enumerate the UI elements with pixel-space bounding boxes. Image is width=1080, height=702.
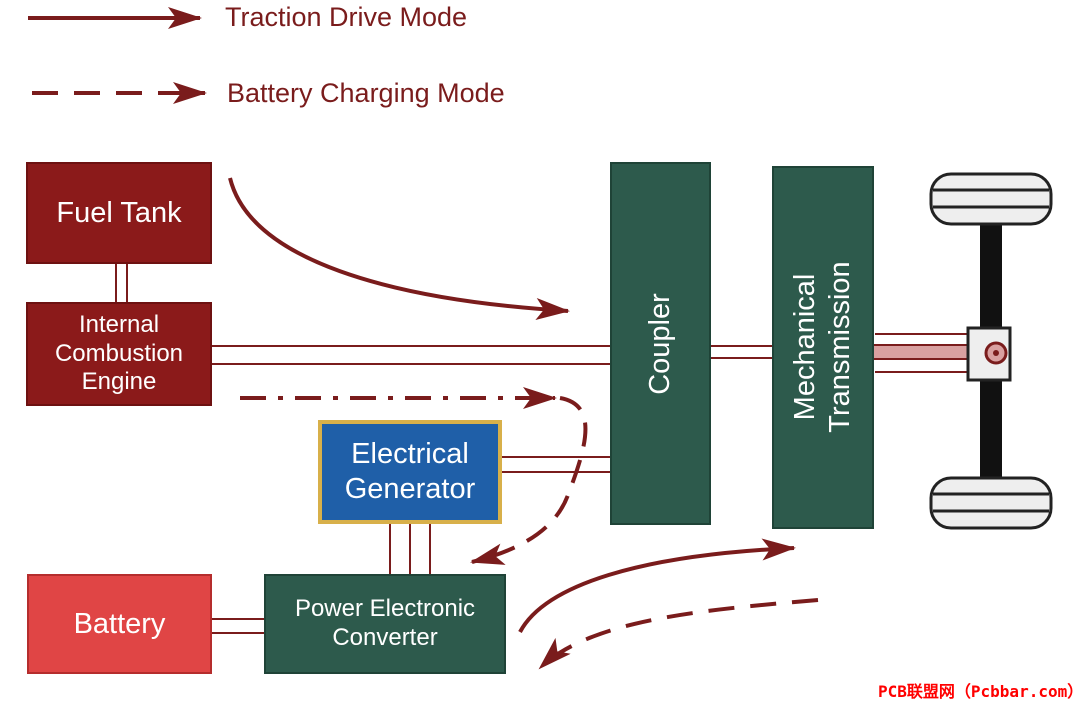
differential-icon [966, 326, 1012, 382]
engine-block: Internal Combustion Engine [26, 302, 212, 406]
generator-coupler-link [500, 456, 610, 473]
battery-label: Battery [73, 607, 166, 640]
transmission-label-line-2: Transmission [823, 261, 856, 433]
transmission-axle-shaft [872, 333, 974, 373]
engine-label-line-1: Internal [78, 310, 160, 338]
legend-traction-label: Traction Drive Mode [225, 2, 468, 32]
fuel-tank-block: Fuel Tank [26, 162, 212, 264]
coupler-block [610, 162, 711, 525]
converter-label-line-1: Power Electronic [294, 595, 476, 623]
fuel-tank-label: Fuel Tank [56, 196, 182, 229]
coupler-label: Coupler [644, 293, 676, 395]
traction-arrow-fuel-to-coupler [228, 177, 570, 320]
converter-block: Power Electronic Converter [264, 574, 506, 674]
wheel-axle-assembly [929, 172, 1053, 530]
transmission-label-line-1: Mechanical [789, 273, 821, 421]
battery-converter-link [212, 618, 264, 634]
engine-label-line-3: Engine [81, 368, 157, 396]
generator-label-line-2: Generator [344, 473, 476, 505]
engine-coupler-shaft [212, 345, 610, 365]
traction-arrow-converter-to-transmission [518, 538, 796, 633]
engine-label-line-2: Combustion [54, 339, 184, 367]
battery-block: Battery [27, 574, 212, 674]
generator-label-line-1: Electrical [351, 438, 469, 471]
top-wheel-icon [929, 172, 1053, 226]
legend-charging-label: Battery Charging Mode [227, 78, 505, 108]
transmission-block [772, 166, 874, 529]
transmission-label: Mechanical Transmission [788, 197, 858, 497]
bottom-wheel-icon [929, 476, 1053, 530]
coupler-transmission-shaft [711, 345, 772, 359]
generator-block: Electrical Generator [318, 420, 502, 524]
fuel-engine-link [115, 264, 128, 302]
charging-arrow-wheels-to-converter [538, 598, 819, 670]
watermark-text: PCB联盟网（Pcbbar.com） [878, 682, 1080, 701]
generator-converter-link [389, 524, 431, 574]
converter-label-line-2: Converter [332, 624, 438, 651]
charging-arrow-coupler-to-converter [470, 396, 588, 565]
